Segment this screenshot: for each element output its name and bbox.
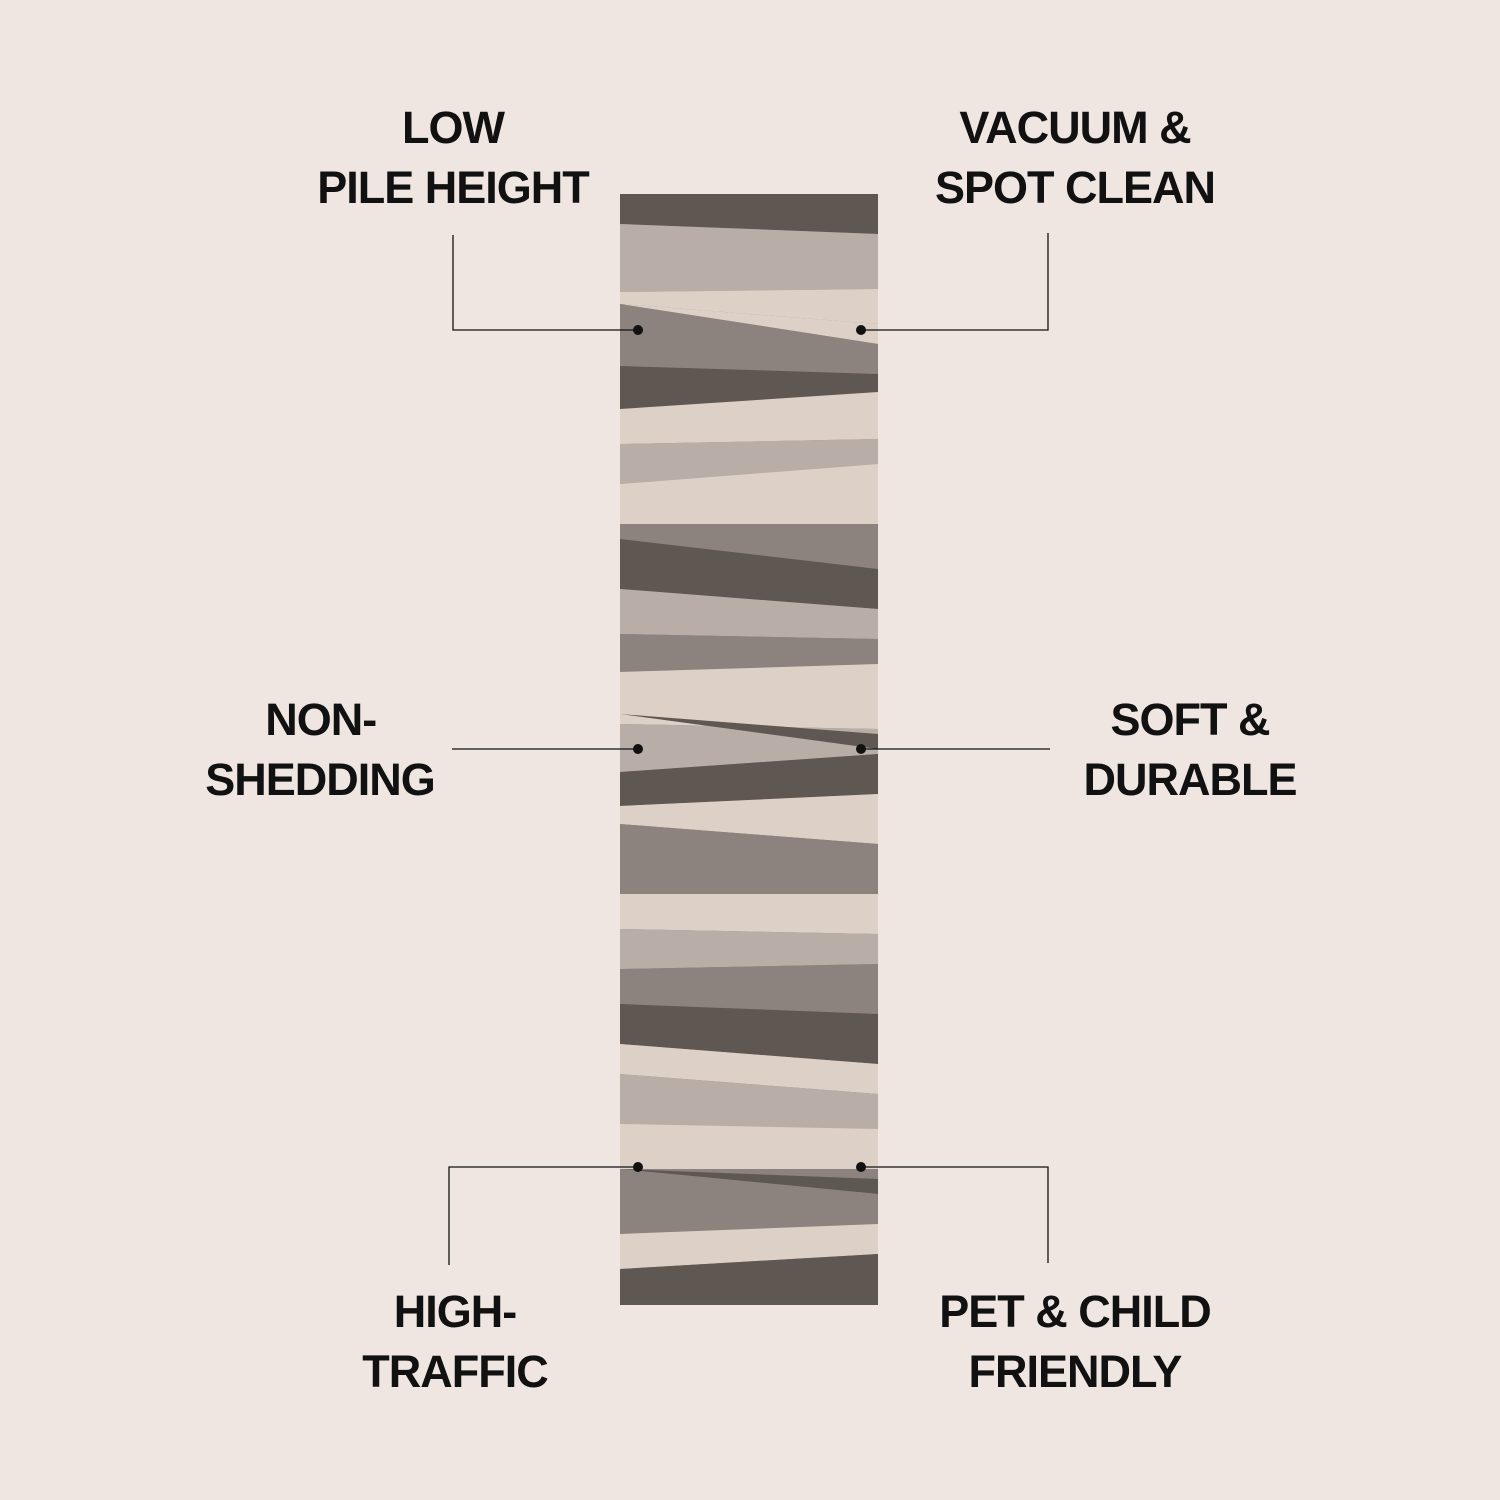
rug-stripe <box>620 539 878 609</box>
feature-line: NON- <box>265 694 377 745</box>
callout-line-low-pile <box>452 235 638 331</box>
feature-pet-child-friendly: PET & CHILD FRIENDLY <box>939 1282 1212 1402</box>
rug-stripe <box>620 392 878 444</box>
rug-stripe <box>620 1254 878 1305</box>
feature-line: DURABLE <box>1083 754 1298 805</box>
callout-dot <box>633 325 643 335</box>
feature-line: PILE HEIGHT <box>317 162 590 213</box>
rug-stripe <box>620 664 878 729</box>
feature-line: SOFT & <box>1110 694 1271 745</box>
runner-rug-image <box>620 194 878 1305</box>
callout-dot <box>633 1162 643 1172</box>
feature-line: TRAFFIC <box>362 1346 548 1397</box>
rug-stripe <box>620 304 878 374</box>
rug-stripe <box>620 824 878 894</box>
callout-dot <box>856 325 866 335</box>
rug-stripe <box>620 1044 878 1094</box>
rug-stripe <box>620 964 878 1014</box>
rug-stripe <box>620 289 878 324</box>
rug-stripe <box>620 894 878 934</box>
feature-line: SPOT CLEAN <box>934 162 1216 213</box>
rug-stripe <box>620 1169 878 1234</box>
callout-dot <box>856 744 866 754</box>
feature-line: SHEDDING <box>205 754 436 805</box>
rug-stripe <box>620 929 878 969</box>
feature-line: FRIENDLY <box>968 1346 1183 1397</box>
callout-line-pet-child <box>861 1166 1049 1263</box>
rug-stripe <box>620 224 878 292</box>
feature-high-traffic: HIGH- TRAFFIC <box>362 1282 548 1402</box>
feature-vacuum-spot-clean: VACUUM & SPOT CLEAN <box>934 98 1216 218</box>
feature-low-pile-height: LOW PILE HEIGHT <box>317 98 590 218</box>
feature-line: PET & CHILD <box>939 1286 1212 1337</box>
feature-soft-durable: SOFT & DURABLE <box>1083 690 1298 810</box>
feature-line: HIGH- <box>393 1286 518 1337</box>
rug-stripe <box>620 1124 878 1169</box>
rug-stripe <box>620 754 878 806</box>
feature-line: VACUUM & <box>959 102 1191 153</box>
rug-stripe <box>620 194 878 234</box>
rug-stripe <box>620 464 878 524</box>
rug-stripe <box>620 634 878 672</box>
rug-stripe <box>620 794 878 844</box>
feature-line: LOW <box>402 102 505 153</box>
callout-line-high-traffic <box>448 1166 638 1265</box>
callout-dot <box>856 1162 866 1172</box>
rug-stripe <box>620 714 878 749</box>
rug-stripe <box>620 589 878 639</box>
callout-dot <box>633 744 643 754</box>
feature-non-shedding: NON- SHEDDING <box>205 690 436 810</box>
rug-stripe <box>620 1074 878 1134</box>
rug-stripe <box>620 439 878 484</box>
callout-line-vacuum <box>861 233 1049 331</box>
